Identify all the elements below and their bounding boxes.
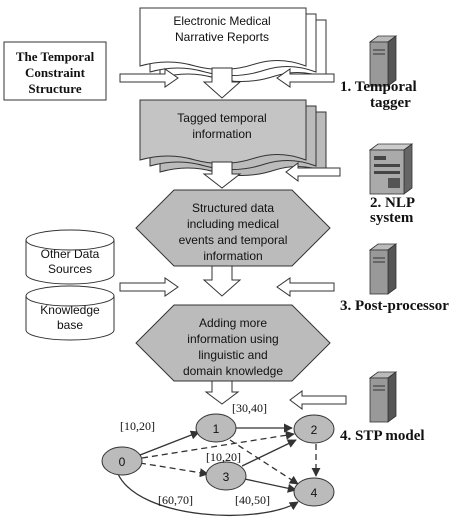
node-0-label: 0	[119, 455, 126, 469]
edge-3-2	[241, 439, 297, 467]
adding-information-hexagon: Adding more information using linguistic…	[135, 304, 331, 382]
structured-line-3: events and temporal	[179, 233, 288, 247]
node-1: 1	[195, 413, 237, 443]
down-hollow-arrow	[202, 265, 242, 297]
stp-server-icon	[368, 371, 398, 423]
node-2-label: 2	[311, 423, 318, 437]
hollow-arrows-row-2	[202, 161, 341, 189]
knowledge-base-line-1: Knowledge	[40, 303, 100, 317]
knowledge-base-cylinder: Knowledge base	[25, 285, 115, 341]
node-2: 2	[293, 414, 335, 444]
other-sources-line-2: Sources	[48, 262, 92, 276]
structured-data-hexagon: Structured data including medical events…	[135, 189, 331, 267]
stp-graph: 0 1 2 3 4 [10,20] [30,40] [10,20] [60,70…	[101, 401, 335, 516]
left-hollow-arrow	[285, 162, 341, 182]
stage-4-number: 4. STP model	[340, 428, 425, 444]
edge-0-3	[139, 462, 209, 478]
hollow-arrows-row-3	[119, 265, 335, 297]
right-hollow-arrow	[119, 68, 179, 88]
edge-label-1-2: [30,40]	[232, 401, 267, 415]
left-hollow-arrow	[276, 277, 335, 297]
tagged-line-1: Tagged temporal	[177, 111, 266, 125]
edge-3-4	[239, 477, 297, 493]
temporal-constraint-structure-box: The Temporal Constraint Structure	[3, 41, 107, 101]
down-hollow-arrow	[202, 67, 242, 99]
edge-1-4	[229, 439, 299, 485]
post-processor-server-icon	[368, 243, 398, 295]
tagged-line-2: information	[192, 127, 251, 141]
edge-label-0-4: [60,70]	[158, 493, 193, 507]
edge-0-2	[141, 430, 295, 459]
other-data-sources-cylinder: Other Data Sources	[25, 229, 115, 285]
edge-0-4	[117, 473, 299, 516]
down-hollow-arrow	[202, 161, 242, 189]
structured-line-1: Structured data	[192, 201, 274, 215]
stage-1-number: 1. Temporal	[340, 79, 417, 95]
hollow-arrows-row-4	[204, 380, 347, 410]
constraint-line-3: Structure	[28, 81, 81, 96]
node-3: 3	[205, 461, 247, 491]
right-hollow-arrow	[119, 277, 179, 297]
edge-label-3-4: [40,50]	[235, 493, 270, 507]
node-1-label: 1	[213, 422, 220, 436]
node-4: 4	[293, 477, 335, 507]
node-3-label: 3	[223, 470, 230, 484]
node-4-label: 4	[311, 486, 318, 500]
constraint-line-2: Constraint	[25, 65, 86, 80]
structured-line-4: information	[203, 249, 262, 263]
adding-line-4: domain knowledge	[183, 364, 283, 378]
adding-line-3: linguistic and	[198, 348, 267, 362]
structured-line-2: including medical	[187, 217, 279, 231]
hollow-arrows-row-1	[119, 67, 335, 99]
left-hollow-arrow	[289, 390, 347, 410]
adding-line-1: Adding more	[199, 316, 267, 330]
knowledge-base-line-2: base	[57, 318, 83, 332]
edge-label-0-2: [10,20]	[206, 450, 241, 464]
stage-3-number: 3. Post-processor	[340, 298, 449, 314]
stage-2-name: system	[370, 210, 414, 226]
left-hollow-arrow	[276, 68, 335, 88]
tagged-information-stack: Tagged temporal information	[139, 99, 327, 176]
adding-line-2: information using	[187, 332, 278, 346]
other-sources-line-1: Other Data	[41, 247, 100, 261]
narrative-line-2: Narrative Reports	[175, 30, 269, 44]
down-hollow-arrow	[204, 380, 240, 405]
stage-1-name: tagger	[370, 95, 411, 111]
edge-label-0-1: [10,20]	[120, 419, 155, 433]
server-icon	[368, 35, 398, 87]
narrative-line-1: Electronic Medical	[173, 14, 270, 28]
edge-0-1	[139, 430, 200, 456]
narrative-reports-stack: Electronic Medical Narrative Reports	[139, 7, 327, 82]
node-0: 0	[101, 446, 143, 476]
stage-2-number: 2. NLP	[370, 195, 415, 211]
constraint-line-1: The Temporal	[16, 49, 95, 64]
nlp-server-icon	[368, 143, 414, 195]
